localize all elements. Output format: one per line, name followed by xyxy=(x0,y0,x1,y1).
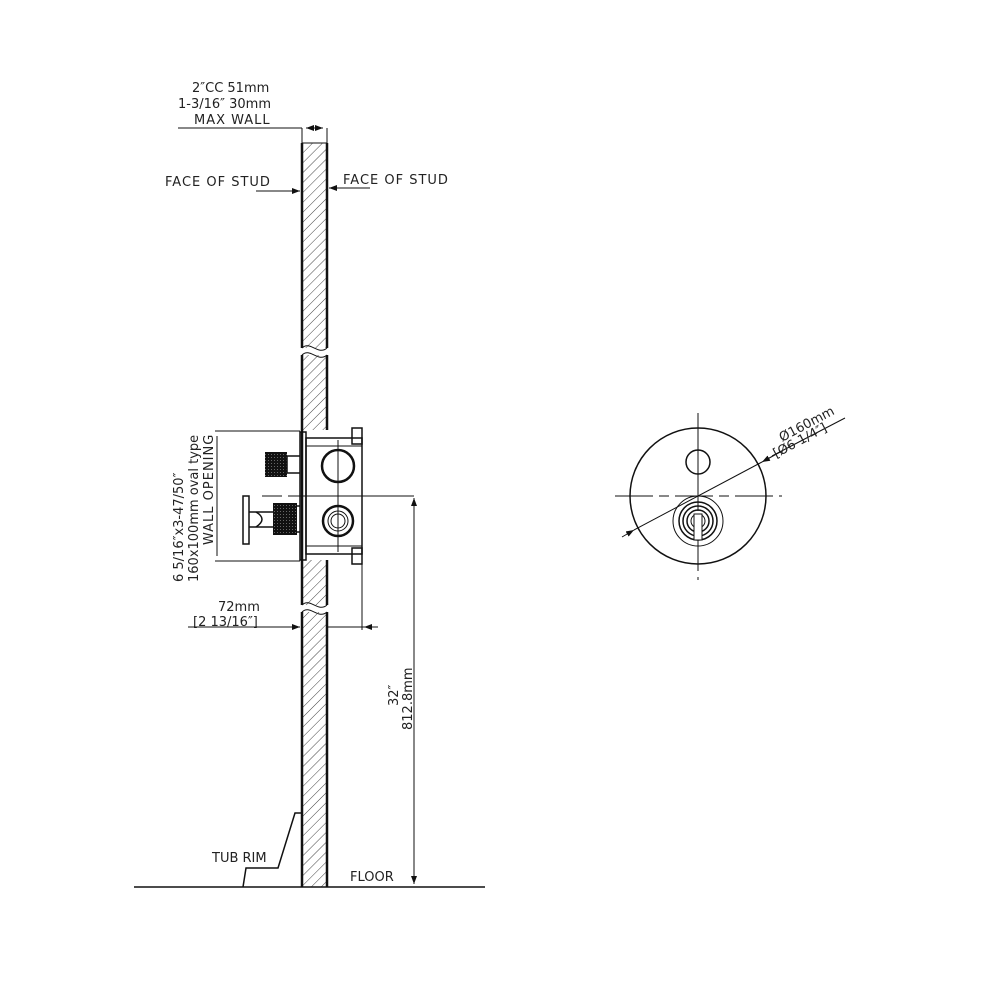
height-imperial-label: 32″ xyxy=(387,684,402,706)
front-view: Ø160mm [Ø6 1/4″] xyxy=(615,404,846,580)
wall-opening-label: WALL OPENING xyxy=(202,434,217,545)
depth-imperial-label: [2 13/16″] xyxy=(193,615,258,630)
wall-thickness-label: 1-3/16″ 30mm xyxy=(178,97,271,112)
wall-upper xyxy=(300,142,329,348)
tub-rim-label: TUB RIM xyxy=(211,851,267,866)
wall-opening-imperial-label: 6 5/16″x3-47/50″ xyxy=(172,472,187,582)
wall-lower xyxy=(300,612,329,887)
face-of-stud-left-label: FACE OF STUD xyxy=(165,175,271,190)
lower-handle xyxy=(242,495,300,545)
wall-opening-metric-label: 160x100mm oval type xyxy=(187,435,202,582)
cc-spacing-label: 2″CC 51mm xyxy=(192,81,269,96)
side-view: 2″CC 51mm 1-3/16″ 30mm MAX WALL xyxy=(134,81,485,888)
tub-rim xyxy=(242,812,302,888)
height-metric-label: 812.8mm xyxy=(401,667,416,730)
face-of-stud-right-label: FACE OF STUD xyxy=(343,173,449,188)
depth-metric-label: 72mm xyxy=(218,600,260,615)
upper-knob xyxy=(265,452,300,477)
wall-middle xyxy=(300,355,329,605)
max-wall-label: MAX WALL xyxy=(194,113,271,128)
floor-label: FLOOR xyxy=(350,870,394,885)
